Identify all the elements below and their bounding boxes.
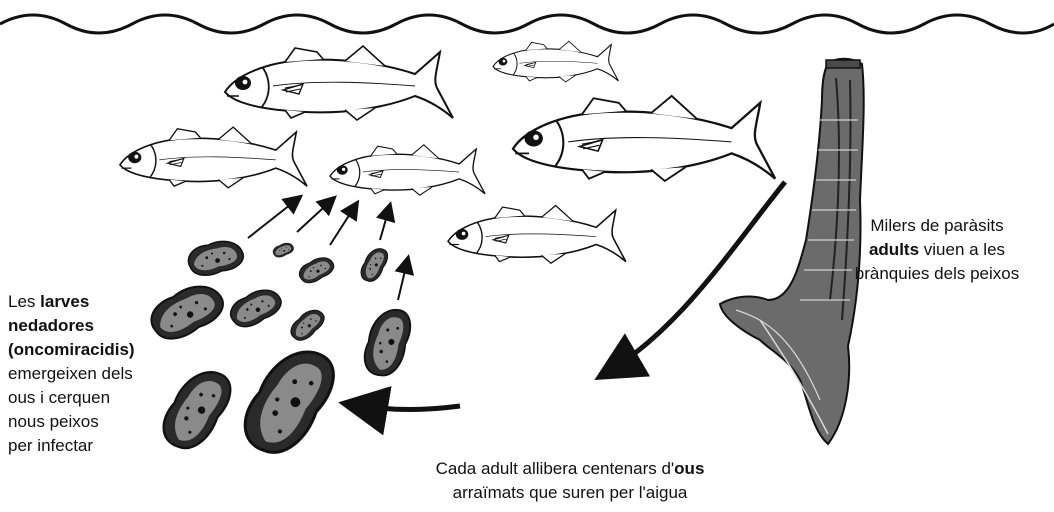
fish-icon bbox=[225, 46, 453, 120]
caption-bold-text: adults bbox=[869, 240, 919, 259]
larva-icon bbox=[231, 337, 347, 466]
eggs-caption: Cada adult allibera centenars d'ous arra… bbox=[360, 457, 780, 505]
caption-text: ous i cerquen bbox=[8, 388, 110, 407]
fish-icon bbox=[448, 205, 626, 263]
fish-icon bbox=[513, 96, 775, 181]
caption-bold-text: larves bbox=[40, 292, 89, 311]
caption-text: Les bbox=[8, 292, 40, 311]
fish-icon bbox=[120, 127, 307, 188]
adults-caption: Milers de paràsits adults viuen a les br… bbox=[832, 214, 1042, 286]
caption-text: Cada adult allibera centenars d' bbox=[436, 459, 675, 478]
larvae-caption: Les larves nedadores (oncomiracidis) eme… bbox=[8, 290, 168, 458]
larva-icon bbox=[358, 303, 418, 381]
larva-icon bbox=[226, 284, 286, 333]
caption-text: brànquies dels peixos bbox=[855, 264, 1019, 283]
arrow-icon bbox=[330, 203, 357, 245]
larva-icon bbox=[296, 253, 337, 286]
caption-bold-text: (oncomiracidis) bbox=[8, 340, 135, 359]
fish-icon bbox=[493, 41, 618, 82]
larva-icon bbox=[271, 241, 295, 259]
arrow-icon bbox=[380, 205, 390, 240]
caption-text: emergeixen dels bbox=[8, 364, 133, 383]
caption-text: per infectar bbox=[8, 436, 93, 455]
fish-icon bbox=[330, 145, 485, 195]
arrow-icon bbox=[348, 404, 460, 410]
larva-icon bbox=[186, 237, 246, 279]
caption-text: nous peixos bbox=[8, 412, 99, 431]
water-surface-icon bbox=[0, 15, 1054, 33]
caption-text: arraïmats que suren per l'aigua bbox=[453, 483, 688, 502]
caption-bold-text: nedadores bbox=[8, 316, 94, 335]
arrow-icon bbox=[603, 182, 785, 375]
arrow-icon bbox=[248, 197, 300, 238]
larva-icon bbox=[286, 305, 328, 345]
larva-icon bbox=[357, 244, 392, 285]
caption-text: Milers de paràsits bbox=[870, 216, 1003, 235]
caption-text: viuen a les bbox=[919, 240, 1005, 259]
caption-bold-text: ous bbox=[674, 459, 704, 478]
arrow-icon bbox=[297, 198, 334, 232]
arrow-icon bbox=[398, 258, 408, 300]
